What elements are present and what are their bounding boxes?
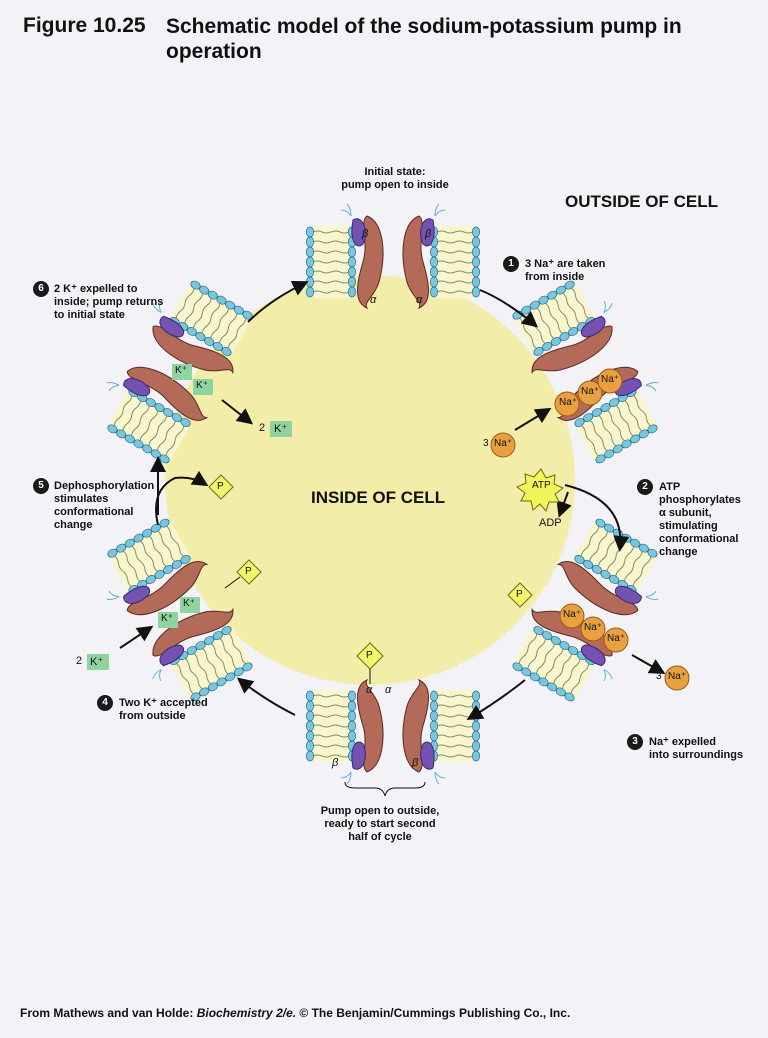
na-ion-incoming <box>490 432 516 458</box>
na-label-in: Na⁺ <box>494 438 513 449</box>
k-label-d: K⁺ <box>161 613 173 624</box>
k-ions-bound-accept <box>158 597 200 628</box>
adp-label: ADP <box>539 517 562 529</box>
initial-state-label: Initial state:pump open to inside <box>341 166 449 191</box>
arrow-na-out <box>631 654 666 674</box>
alpha-label-d: α <box>385 684 392 696</box>
k-label-c: K⁺ <box>183 598 195 609</box>
cell-interior <box>165 275 575 685</box>
k-label-in: K⁺ <box>90 656 104 668</box>
arrow-k-in <box>119 625 154 649</box>
alpha-label-b: α <box>416 294 423 306</box>
k-label-a: K⁺ <box>175 365 187 376</box>
arrow-2 <box>564 484 630 552</box>
p-label-2: P <box>516 589 523 600</box>
na-ion-expelled <box>664 665 690 691</box>
arrow-6-to-initial <box>247 281 309 323</box>
arrow-adp <box>556 491 572 518</box>
arrow-open-to-4 <box>236 677 296 716</box>
atp-label: ATP <box>532 480 551 491</box>
na-count-out: 3 <box>656 671 662 682</box>
step-6-badge: 6 <box>33 281 49 297</box>
k-ion-released <box>270 421 292 437</box>
na-label-d: Na⁺ <box>563 609 582 620</box>
na-label-f: Na⁺ <box>607 633 626 644</box>
k-count-out: 2 <box>259 422 266 434</box>
footer-credit: From Mathews and van Holde: Biochemistry… <box>20 1006 570 1020</box>
footer-prefix: From Mathews and van Holde: <box>20 1006 197 1020</box>
step-5-badge: 5 <box>33 478 49 494</box>
p-label-open: P <box>366 650 373 661</box>
p-label-4: P <box>245 566 252 577</box>
open-outside-label: Pump open to outside,ready to start seco… <box>320 805 440 843</box>
na-ions-bound-1 <box>554 368 623 417</box>
na-count-in: 3 <box>483 438 489 449</box>
k-label-out: K⁺ <box>274 423 288 435</box>
step-2-badge: 2 <box>637 479 653 495</box>
phosphate-group-5 <box>208 474 234 500</box>
arrow-k-out <box>221 399 254 425</box>
arrow-initial-to-1 <box>479 289 539 328</box>
k-ions-bound-release <box>172 364 213 395</box>
phosphate-group-2 <box>507 582 533 608</box>
alpha-label-c: α <box>366 684 373 696</box>
alpha-label-a: α <box>370 294 377 306</box>
inside-label: INSIDE OF CELL <box>311 488 446 507</box>
na-label-c: Na⁺ <box>601 374 620 385</box>
phosphate-group-4 <box>224 559 262 589</box>
figure-number: Figure 10.25 <box>23 14 146 37</box>
figure-title: Schematic model of the sodium-potassium … <box>166 15 682 63</box>
na-label-out: Na⁺ <box>668 671 687 682</box>
arrow-5 <box>155 470 209 526</box>
step-1-badge: 1 <box>503 256 519 272</box>
p-label-5: P <box>217 481 224 492</box>
step-3-badge: 3 <box>627 734 643 750</box>
phosphate-group-open <box>356 642 384 684</box>
k-label-b: K⁺ <box>196 380 208 391</box>
na-label-a: Na⁺ <box>559 397 578 408</box>
brace <box>344 781 426 797</box>
beta-label-c: β <box>332 757 339 769</box>
na-label-e: Na⁺ <box>584 622 603 633</box>
footer-suffix: © The Benjamin/Cummings Publishing Co., … <box>296 1006 571 1020</box>
beta-label-b: β <box>425 228 432 240</box>
na-ions-bound-2 <box>559 603 629 653</box>
beta-label-a: β <box>362 228 369 240</box>
k-ion-incoming <box>87 654 109 670</box>
k-count-in: 2 <box>76 655 83 667</box>
atp-starburst <box>516 468 564 512</box>
beta-label-d: β <box>412 757 419 769</box>
arrow-na-in <box>514 407 552 431</box>
footer-book: Biochemistry 2/e. <box>196 1006 297 1020</box>
outside-label: OUTSIDE OF CELL <box>565 192 718 211</box>
step-4-badge: 4 <box>97 695 113 711</box>
na-label-b: Na⁺ <box>581 386 600 397</box>
arrow-3-to-open <box>466 679 526 721</box>
